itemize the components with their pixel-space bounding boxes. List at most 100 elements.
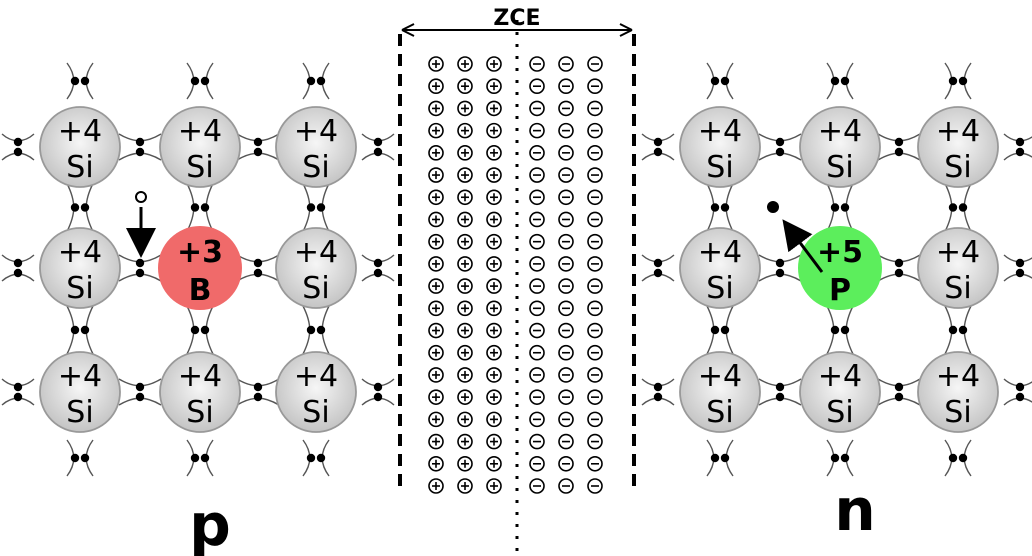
- negative-ion-icon: [558, 233, 574, 250]
- negative-ion-icon: [529, 189, 545, 206]
- valence-electron-icon: [840, 203, 850, 212]
- valence-electron-icon: [70, 325, 80, 335]
- positive-ion-icon: [428, 322, 444, 339]
- valence-electron-icon: [653, 268, 663, 278]
- electron-pair: [830, 76, 850, 86]
- valence-electron-icon: [70, 453, 80, 463]
- negative-ion-icon: [587, 478, 603, 494]
- electron-pair: [70, 76, 90, 86]
- valence-electron-icon: [373, 392, 383, 402]
- atom-symbol: Si: [944, 395, 971, 430]
- positive-ion-icon: [457, 367, 473, 383]
- valence-electron-icon: [840, 76, 850, 86]
- negative-ion-icon: [558, 189, 574, 206]
- negative-ion-icon: [587, 278, 603, 294]
- dopant-circle: [798, 226, 882, 310]
- positive-ion-icon: [486, 478, 502, 494]
- atom-charge: +4: [936, 359, 980, 394]
- atom-circle: [39, 227, 121, 309]
- valence-electron-icon: [190, 203, 200, 212]
- negative-ion-icon: [587, 145, 603, 161]
- valence-electron-icon: [135, 147, 145, 157]
- negative-ion-icon: [529, 211, 545, 228]
- electron-pair: [70, 453, 90, 463]
- positive-ion-icon: [428, 122, 444, 139]
- atom-symbol: Si: [826, 395, 853, 430]
- valence-electron-icon: [775, 258, 785, 268]
- negative-ion-icon: [587, 322, 603, 339]
- positive-ion-icon: [457, 322, 473, 339]
- negative-ion-icon: [529, 389, 545, 405]
- valence-electron-icon: [316, 453, 326, 463]
- electron-pair: [710, 203, 730, 212]
- electron-pair: [70, 325, 90, 335]
- atom-charge: +4: [818, 114, 862, 149]
- valence-electron-icon: [13, 392, 23, 402]
- valence-electron-icon: [200, 76, 210, 86]
- atom-circle: [917, 227, 999, 309]
- valence-electron-icon: [710, 325, 720, 335]
- zce-label: ZCE: [493, 6, 540, 31]
- silicon-atom: +4Si: [917, 227, 999, 309]
- valence-electron-icon: [958, 453, 968, 463]
- electron-pair: [775, 137, 785, 157]
- valence-electron-icon: [135, 392, 145, 402]
- valence-electron-icon: [306, 203, 316, 212]
- electron-pair: [1015, 258, 1025, 278]
- atom-symbol: Si: [186, 395, 213, 430]
- positive-ion-icon: [457, 344, 473, 361]
- negative-ion-icon: [529, 322, 545, 339]
- valence-electron-icon: [80, 203, 90, 212]
- valence-electron-icon: [840, 325, 850, 335]
- valence-electron-icon: [135, 258, 145, 268]
- atom-circle: [275, 227, 357, 309]
- valence-electron-icon: [830, 325, 840, 335]
- silicon-atom: +4Si: [275, 106, 357, 188]
- atom-charge: +4: [58, 359, 102, 394]
- positive-ion-icon: [428, 78, 444, 95]
- silicon-atom: +4Si: [917, 106, 999, 188]
- valence-electron-icon: [894, 268, 904, 278]
- positive-ion-icon: [428, 233, 444, 250]
- atom-symbol: Si: [186, 150, 213, 185]
- negative-ion-icon: [529, 100, 545, 117]
- valence-electron-icon: [830, 76, 840, 86]
- electron-pair: [894, 137, 904, 157]
- valence-electron-icon: [13, 258, 23, 268]
- positive-ion-icon: [428, 211, 444, 228]
- electron-pair: [894, 258, 904, 278]
- positive-ion-icon: [486, 389, 502, 405]
- atom-charge: +4: [936, 114, 980, 149]
- valence-electron-icon: [253, 147, 263, 157]
- positive-ion-icon: [457, 411, 473, 428]
- electron-pair: [710, 325, 730, 335]
- valence-electron-icon: [373, 147, 383, 157]
- positive-ion-icon: [457, 211, 473, 228]
- positive-ion-icon: [486, 167, 502, 183]
- p-dopant-atom: +3B: [158, 226, 242, 310]
- positive-ion-icon: [428, 100, 444, 117]
- valence-electron-icon: [1015, 258, 1025, 268]
- electron-pair: [373, 137, 383, 157]
- positive-ion-icon: [457, 78, 473, 95]
- atom-symbol: Si: [302, 271, 329, 306]
- valence-electron-icon: [653, 137, 663, 147]
- electron-arrow: [782, 219, 824, 273]
- negative-ion-icon: [558, 300, 574, 317]
- p-region-label: p: [189, 491, 231, 556]
- negative-ion-icon: [587, 189, 603, 206]
- atom-symbol: Si: [66, 395, 93, 430]
- electron-pair: [775, 258, 785, 278]
- depletion-zone: ZCE: [398, 6, 636, 552]
- electron-icon: [767, 201, 779, 213]
- dopant-symbol: P: [829, 273, 851, 308]
- atom-circle: [917, 106, 999, 188]
- negative-ion-icon: [529, 145, 545, 161]
- negative-ion-icon: [558, 478, 574, 494]
- negative-ion-icon: [558, 100, 574, 117]
- positive-ion-icon: [486, 56, 502, 72]
- valence-electron-icon: [948, 203, 958, 212]
- valence-electron-icon: [190, 325, 200, 335]
- negative-ion-icon: [529, 300, 545, 317]
